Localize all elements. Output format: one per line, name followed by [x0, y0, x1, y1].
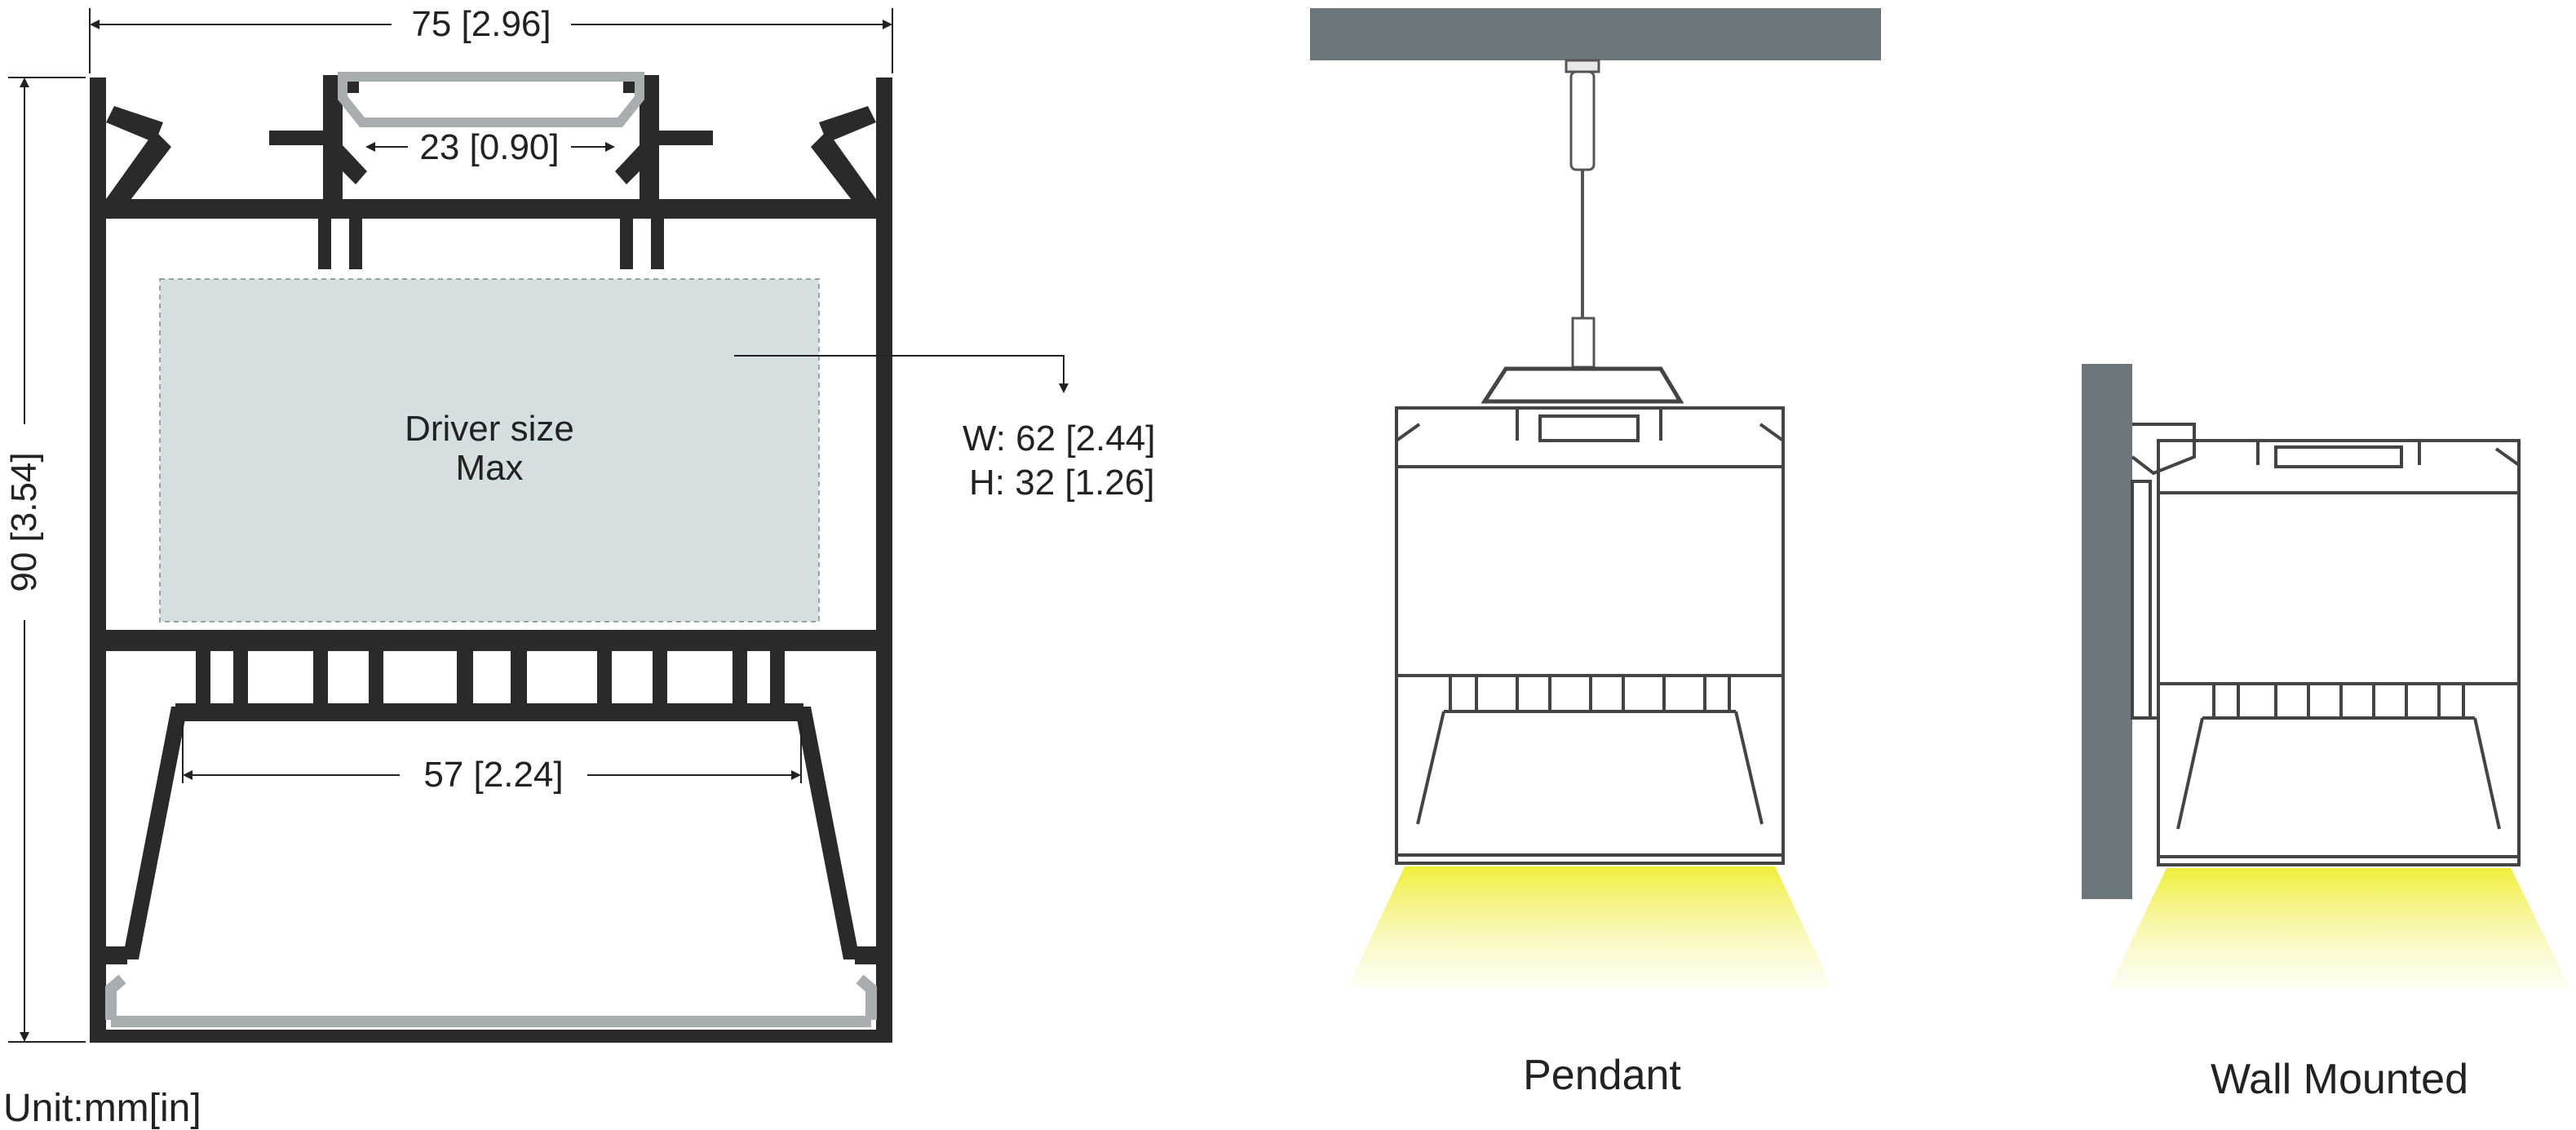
- top-right-fin-teeth: [819, 106, 876, 143]
- bottom-opening-label: 57 [2.24]: [423, 755, 563, 795]
- top-shelf: [90, 199, 892, 219]
- ceiling: [1310, 8, 1881, 60]
- pendant-bracket: [1481, 366, 1684, 404]
- top-left-fin-teeth: [106, 106, 163, 143]
- bottom-lip: [90, 1030, 892, 1043]
- overall-height-label: 90 [3.54]: [4, 452, 44, 592]
- driver-height-label: H: 32 [1.26]: [969, 463, 1154, 503]
- left-wall: [90, 78, 106, 1042]
- right-wall: [876, 78, 892, 1042]
- unit-label: Unit:mm[in]: [3, 1087, 201, 1130]
- top-right-fin: [811, 131, 876, 210]
- lower-channels: [196, 638, 785, 710]
- pendant-view: Pendant: [1310, 8, 1881, 1099]
- wall-view: Wall Mounted: [2082, 364, 2569, 1103]
- bottom-insert: [105, 974, 877, 1027]
- pendant-label: Pendant: [1523, 1052, 1681, 1099]
- driver-width-label: W: 62 [2.44]: [963, 419, 1155, 459]
- bottom-left-clip: [106, 946, 127, 964]
- lower-shelf: [175, 703, 803, 721]
- driver-area: [159, 278, 820, 623]
- pendant-profile: [1395, 406, 1785, 865]
- driver-leader-line: [734, 355, 1069, 393]
- bottom-right-clip: [855, 946, 876, 964]
- top-left-fin: [106, 131, 171, 210]
- ceiling-cap: [1565, 59, 1600, 73]
- overall-width-label: 75 [2.96]: [411, 4, 551, 44]
- wall-bracket: [2131, 423, 2196, 720]
- wall-profile: [2157, 439, 2521, 866]
- left-reflector: [122, 707, 188, 959]
- wall-light: [2109, 868, 2569, 987]
- cross-section: 75 [2.96] 90 [3.54] 23 [0.90] 57 [2.24] …: [3, 4, 1155, 1130]
- pendant-light: [1348, 866, 1832, 987]
- wall-mounted-label: Wall Mounted: [2211, 1056, 2468, 1103]
- right-reflector: [794, 707, 860, 959]
- driver-label-line2: Max: [455, 448, 523, 488]
- top-insert: [338, 72, 644, 127]
- driver-label-line1: Driver size: [405, 409, 574, 449]
- gripper-upper: [1569, 70, 1596, 171]
- gripper-lower: [1571, 317, 1596, 369]
- top-opening-label: 23 [0.90]: [419, 127, 559, 167]
- wall: [2082, 364, 2132, 899]
